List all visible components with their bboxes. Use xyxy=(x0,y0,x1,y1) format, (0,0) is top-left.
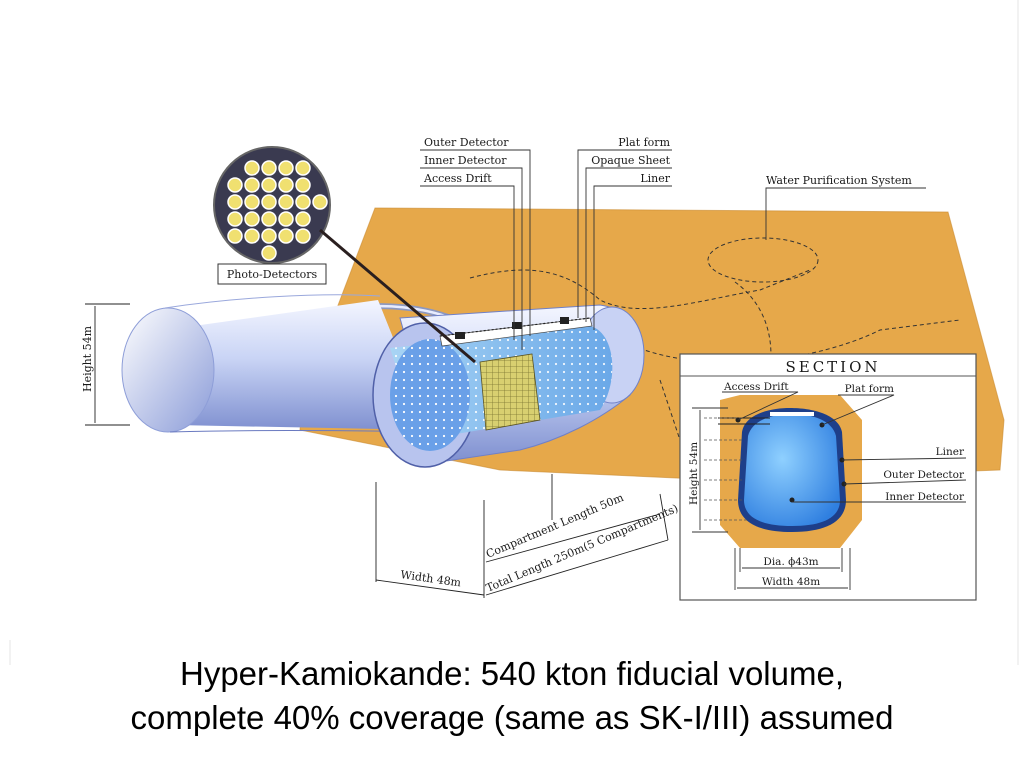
photo-detector-tube xyxy=(278,211,294,227)
photo-detector-tube xyxy=(261,160,277,176)
section-outer-detector-label: Outer Detector xyxy=(883,469,965,481)
photo-detector-tube xyxy=(227,211,243,227)
photo-detector-tube xyxy=(295,177,311,193)
photo-detector-tube xyxy=(227,194,243,210)
photo-detector-tube xyxy=(261,228,277,244)
photo-detector-tube xyxy=(244,160,260,176)
section-liner-label: Liner xyxy=(936,446,965,458)
section-access-drift-label: Access Drift xyxy=(723,381,789,393)
leader-lines xyxy=(420,149,926,350)
photo-detector-tube xyxy=(244,194,260,210)
photo-detector-tube xyxy=(244,177,260,193)
photo-detector-tube xyxy=(278,160,294,176)
photo-detector-tube xyxy=(295,160,311,176)
photo-detector-tube xyxy=(295,211,311,227)
photo-detector-tube xyxy=(261,194,277,210)
photo-detector-inset: Photo-Detectors xyxy=(213,146,476,364)
photo-detector-tube xyxy=(261,245,277,261)
photo-detector-tube xyxy=(261,211,277,227)
opaque-sheet-label: Opaque Sheet xyxy=(591,154,670,167)
outer-detector-label: Outer Detector xyxy=(424,136,509,149)
slide-caption: Hyper-Kamiokande: 540 kton fiducial volu… xyxy=(0,652,1024,740)
photo-detector-tube xyxy=(295,194,311,210)
inner-detector-label: Inner Detector xyxy=(424,154,507,167)
section-width-label: Width 48m xyxy=(762,576,820,588)
section-title: SECTION xyxy=(785,358,880,376)
main-height-label: Height 54m xyxy=(81,325,94,392)
photo-detector-tube xyxy=(244,211,260,227)
photo-detector-tube xyxy=(278,228,294,244)
back-tank xyxy=(121,294,431,433)
platform-label: Plat form xyxy=(618,136,670,149)
width-label: Width 48m xyxy=(400,568,463,589)
water-purification-label: Water Purification System xyxy=(766,174,912,187)
section-platform-label: Plat form xyxy=(845,383,894,395)
front-tank-cutaway xyxy=(372,304,645,468)
section-tank-inner xyxy=(744,414,840,526)
photo-detector-tube xyxy=(312,194,328,210)
photo-detector-tube xyxy=(261,177,277,193)
caption-line-1: Hyper-Kamiokande: 540 kton fiducial volu… xyxy=(179,655,844,692)
access-drift-label: Access Drift xyxy=(423,172,492,185)
photo-detector-tube xyxy=(295,228,311,244)
section-panel: SECTION xyxy=(679,353,977,601)
photo-detector-tube xyxy=(244,228,260,244)
section-height-label: Height 54m xyxy=(688,442,700,505)
photo-detector-tube xyxy=(278,194,294,210)
section-diameter-label: Dia. ϕ43m xyxy=(763,556,818,568)
caption-line-2: complete 40% coverage (same as SK-I/III)… xyxy=(130,699,894,736)
photo-detectors-label: Photo-Detectors xyxy=(227,268,318,281)
section-inner-detector-label: Inner Detector xyxy=(885,491,965,503)
top-labels: Outer Detector Inner Detector Access Dri… xyxy=(423,136,912,187)
photo-detector-tube xyxy=(227,228,243,244)
main-dimensions xyxy=(85,303,669,598)
liner-label: Liner xyxy=(640,172,670,185)
compartment-length-label: Compartment Length 50m xyxy=(484,491,626,561)
photo-detector-tube xyxy=(278,177,294,193)
photo-detector-tube xyxy=(227,177,243,193)
